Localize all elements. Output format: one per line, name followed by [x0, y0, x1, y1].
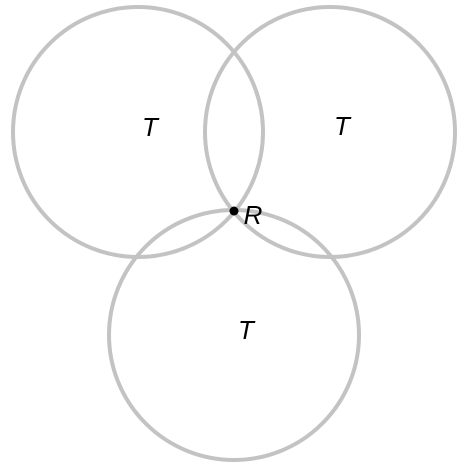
point-r-dot	[229, 206, 239, 216]
point-r-label: R	[244, 200, 263, 230]
circle-bottom-label: T	[238, 315, 256, 345]
circle-top-left	[11, 5, 265, 259]
circle-bottom	[107, 208, 361, 462]
circle-top-left-label: T	[142, 112, 160, 142]
circle-top-right-label: T	[334, 111, 352, 141]
circle-top-right	[203, 5, 457, 259]
